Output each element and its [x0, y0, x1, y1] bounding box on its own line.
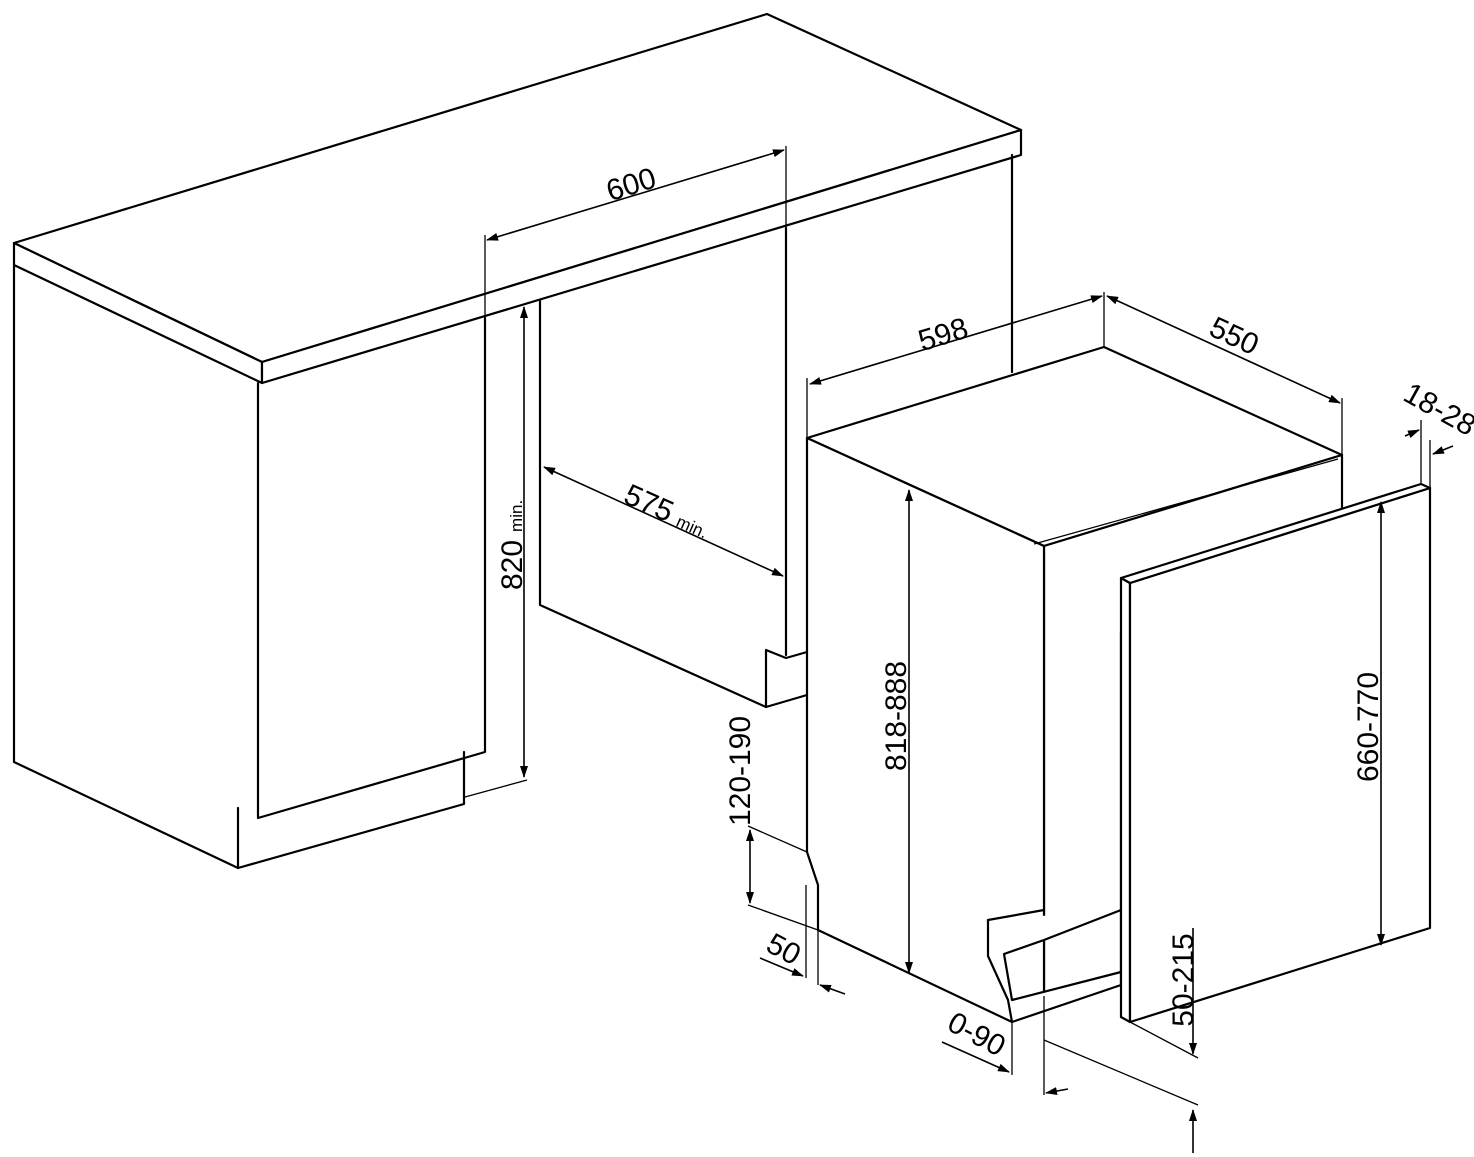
label-niche-height-value: 820 — [496, 540, 529, 590]
dishwasher-front-face — [805, 436, 1046, 1024]
dishwasher-top-inner-edge — [1033, 458, 1339, 545]
label-plinth-height: 120-190 — [724, 716, 757, 826]
dim-line-600 — [486, 149, 785, 241]
door-panel — [1119, 482, 1432, 1024]
label-appliance-width: 598 — [914, 312, 972, 358]
label-appliance-height: 818-888 — [880, 661, 913, 771]
niche-floor-step — [764, 648, 809, 709]
label-niche-depth: 575 min. — [619, 478, 715, 545]
dim-line-50-right — [819, 984, 846, 995]
label-niche-height: 820 min. — [496, 500, 529, 590]
label-plinth-setback: 50 — [761, 927, 806, 972]
extension-lines — [464, 146, 1431, 1106]
label-niche-depth-qualifier: min. — [673, 512, 710, 542]
dim-line-0-90-right — [1045, 1087, 1069, 1095]
niche-left-wall — [538, 298, 809, 709]
dim-line-50-left — [759, 957, 804, 977]
left-cabinet-door — [256, 316, 487, 820]
dim-line-0-90-left — [941, 1041, 1010, 1073]
dishwasher-plinth-notch — [986, 908, 1046, 922]
label-panel-thickness: 18-28 — [1398, 377, 1474, 443]
dim-line-18-28-left — [1404, 429, 1420, 439]
label-appliance-depth: 550 — [1204, 311, 1263, 362]
door-panel-front — [1119, 576, 1132, 1024]
dim-line-550 — [1106, 295, 1341, 404]
dimension-lines — [486, 149, 1454, 1153]
label-niche-height-qualifier: min. — [507, 500, 526, 532]
dim-line-575 — [543, 466, 784, 577]
left-cabinet-side — [12, 263, 240, 870]
dim-line-18-28-right — [1432, 445, 1454, 455]
label-niche-depth-value: 575 — [619, 478, 678, 529]
dim-line-598 — [809, 295, 1103, 385]
left-cabinet-plinth — [236, 750, 466, 870]
label-door-panel-height: 660-770 — [1352, 672, 1385, 782]
label-panel-lift: 50-215 — [1167, 933, 1200, 1026]
